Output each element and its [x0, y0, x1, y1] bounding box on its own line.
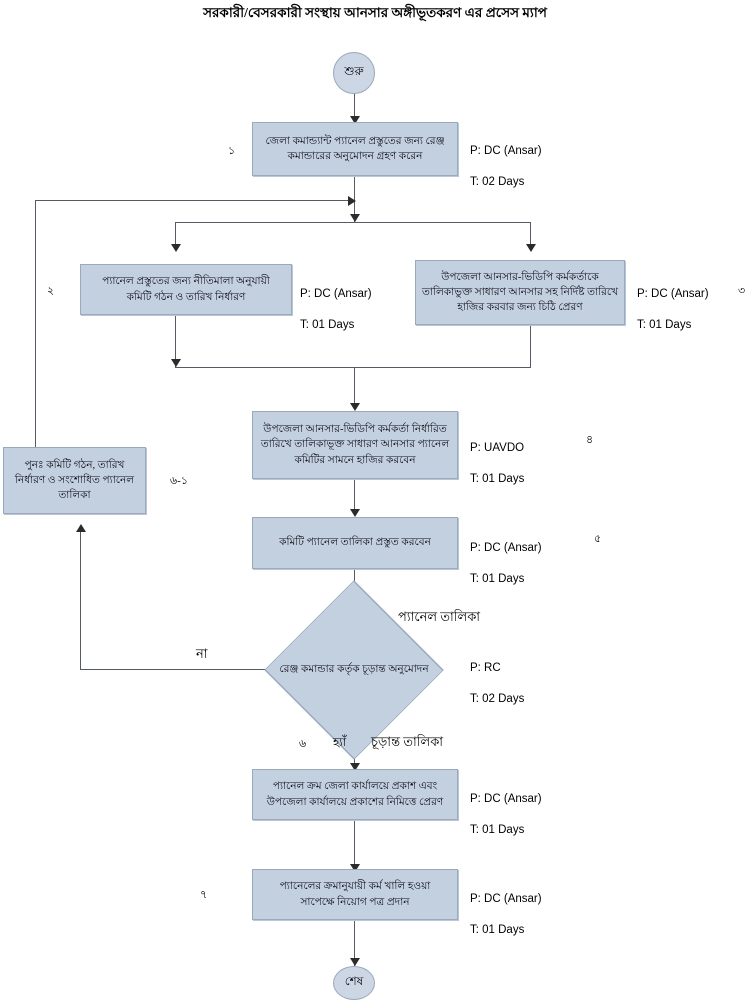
arrowhead-n1-in — [350, 116, 360, 124]
process-box-2[interactable]: প্যানেল প্রস্তুতের জন্য নীতিমালা অনুযায়… — [80, 264, 292, 315]
rework-line1: পুনঃ কমিটি গঠন, তারিখ — [24, 459, 125, 471]
rework-line2: নির্ধারণ ও সংশোধিত প্যানেল — [14, 474, 135, 486]
performer-5: P: DC (Ansar) — [470, 541, 542, 554]
step-number-rework: ৬-১ — [170, 475, 188, 487]
time-decision: T: 02 Days — [470, 692, 525, 705]
performer-3: P: DC (Ansar) — [637, 287, 709, 300]
process-8-line2: সাপেক্ষে নিয়োগ পত্র প্রদান — [300, 896, 410, 908]
step-number-1: ১ — [228, 145, 236, 157]
process-box-rework[interactable]: পুনঃ কমিটি গঠন, তারিখ নির্ধারণ ও সংশোধিত… — [3, 447, 146, 514]
performer-4: P: UAVDO — [470, 441, 525, 454]
time-4: T: 01 Days — [470, 472, 525, 485]
connector-split-bus — [175, 222, 531, 223]
annotation-8: P: DC (Ansar) T: 01 Days — [470, 876, 542, 954]
connector-no-up — [80, 530, 81, 670]
process-2-line2: কমিটি গঠন ও তারিখ নির্ধারণ — [126, 291, 246, 303]
process-box-1[interactable]: জেলা কমান্ড্যান্ট প্যানেল প্রস্তুতের জন্… — [252, 122, 458, 176]
process-4-line2: তারিখে তালিকাভূক্ত সাধারণ আনসার প্যানেল — [260, 439, 450, 451]
process-1-line1: জেলা কমান্ড্যান্ট প্যানেল প্রস্তুতের জন্… — [265, 135, 445, 147]
arrowhead-n2-in — [171, 244, 181, 252]
connector-n7-to-n8 — [354, 820, 355, 870]
performer-decision: P: RC — [470, 661, 501, 674]
process-box-3[interactable]: উপজেলা আনসার-ভিডিপি কর্মকর্তাকে তালিকাভু… — [415, 260, 625, 325]
connector-rework-up — [35, 200, 36, 455]
performer-1: P: DC (Ansar) — [470, 144, 542, 157]
process-2-line1: প্যানেল প্রস্তুতের জন্য নীতিমালা অনুযায়… — [102, 276, 270, 288]
connector-merge-bus — [175, 367, 531, 368]
decision-text: রেঞ্জ কমান্ডার কর্তৃক চূড়ান্ত অনুমোদন — [264, 625, 444, 715]
time-3: T: 01 Days — [637, 318, 692, 331]
connector-n2-down — [175, 315, 176, 367]
arrowhead-n5-in — [350, 509, 360, 517]
process-8-line1: প্যানেলের ক্রমানুযায়ী কর্ম খালি হওয়া — [279, 881, 431, 893]
step-number-6: ৬ — [299, 738, 307, 750]
page-title: সরকারী/বেসরকারী সংস্থায় আনসার অঙ্গীভূতক… — [203, 5, 547, 20]
annotation-4: P: UAVDO T: 01 Days — [470, 425, 524, 503]
end-terminator[interactable]: শেষ — [333, 966, 375, 1000]
rework-line3: তালিকা — [58, 490, 91, 502]
end-label: শেষ — [344, 974, 364, 988]
process-3-line3: হাজির করবার জন্য চিঠি প্রেরণ — [457, 302, 583, 314]
annotation-1: P: DC (Ansar) T: 02 Days — [470, 128, 542, 206]
connector-n3-down — [530, 325, 531, 367]
step-number-2: ২ — [47, 285, 55, 297]
connector-start-to-n1 — [354, 92, 355, 120]
annotation-decision: P: RC T: 02 Days — [470, 645, 524, 723]
decision-line2: অনুমোদন — [388, 664, 429, 676]
start-label: শুরু — [344, 64, 364, 78]
connector-bus-to-n2 — [175, 222, 176, 250]
arrowhead-n3-in — [526, 244, 536, 252]
connector-n8-to-end — [354, 918, 355, 966]
process-4-line3: কমিটির সামনে হাজির করবেন — [294, 454, 416, 466]
performer-7: P: DC (Ansar) — [470, 792, 542, 805]
time-8: T: 01 Days — [470, 923, 525, 936]
time-1: T: 02 Days — [470, 175, 525, 188]
process-7-line1: প্যানেল ক্রম জেলা কার্যালয়ে প্রকাশ এবং — [272, 781, 438, 793]
process-1-line2: কমান্ডারের অনুমোদন গ্রহণ করেন — [287, 151, 423, 162]
arrowhead-split-bus — [350, 214, 360, 222]
connector-bus-to-n3 — [530, 222, 531, 250]
time-2: T: 01 Days — [300, 318, 355, 331]
annotation-5: P: DC (Ansar) T: 01 Days — [470, 525, 542, 603]
connector-rework-return-bus — [35, 200, 355, 201]
arrowhead-rework-return — [348, 196, 356, 206]
time-7: T: 01 Days — [470, 823, 525, 836]
step-number-7: ৭ — [200, 889, 208, 901]
process-7-line2: উপজেলা কার্যালয়ে প্রকাশের নিমিত্তে প্রে… — [266, 796, 444, 808]
process-3-line1: উপজেলা আনসার-ভিডিপি কর্মকর্তাকে — [441, 271, 599, 283]
connector-n4-to-n5 — [354, 479, 355, 515]
annotation-3: P: DC (Ansar) T: 01 Days — [637, 271, 709, 349]
decision-line1: রেঞ্জ কমান্ডার কর্তৃক চূড়ান্ত — [279, 664, 386, 676]
decision-input-label: প্যানেল তালিকা — [398, 609, 481, 624]
decision-diamond[interactable]: রেঞ্জ কমান্ডার কর্তৃক চূড়ান্ত অনুমোদন — [264, 580, 444, 760]
process-box-5[interactable]: কমিটি প্যানেল তালিকা প্রস্তুত করবেন — [252, 517, 458, 569]
arrowhead-end-in — [350, 958, 360, 966]
arrowhead-n7-in — [350, 763, 360, 771]
arrowhead-merge-left — [171, 359, 181, 367]
step-number-5: ৫ — [594, 533, 602, 545]
connector-decision-no — [80, 669, 266, 670]
arrowhead-n8-in — [350, 864, 360, 872]
decision-yes-label: হ্যাঁ — [333, 735, 347, 749]
time-5: T: 01 Days — [470, 572, 525, 585]
decision-no-label: না — [196, 646, 208, 661]
process-box-4[interactable]: উপজেলা আনসার-ভিডিপি কর্মকর্তা নির্ধারিত … — [252, 411, 458, 479]
arrowhead-n4-in — [350, 403, 360, 411]
annotation-7: P: DC (Ansar) T: 01 Days — [470, 776, 542, 854]
process-4-line1: উপজেলা আনসার-ভিডিপি কর্মকর্তা নির্ধারিত — [263, 424, 447, 436]
connector-merge-to-n4 — [354, 367, 355, 409]
process-box-7[interactable]: প্যানেল ক্রম জেলা কার্যালয়ে প্রকাশ এবং … — [252, 769, 458, 820]
step-number-3: ৩ — [738, 285, 746, 297]
performer-8: P: DC (Ansar) — [470, 892, 542, 905]
annotation-2: P: DC (Ansar) T: 01 Days — [300, 271, 372, 349]
process-3-line2: তালিকাভুক্ত সাধারণ আনসার সহ নির্দিষ্ট তা… — [422, 286, 618, 298]
start-terminator[interactable]: শুরু — [333, 52, 375, 94]
performer-2: P: DC (Ansar) — [300, 287, 372, 300]
decision-yes-output-label: চূড়ান্ত তালিকা — [371, 734, 444, 749]
process-box-8[interactable]: প্যানেলের ক্রমানুযায়ী কর্ম খালি হওয়া স… — [252, 869, 458, 920]
process-5-line1: কমিটি প্যানেল তালিকা প্রস্তুত করবেন — [279, 537, 431, 549]
arrowhead-rework-in — [76, 524, 86, 532]
step-number-4: ৪ — [586, 434, 594, 446]
